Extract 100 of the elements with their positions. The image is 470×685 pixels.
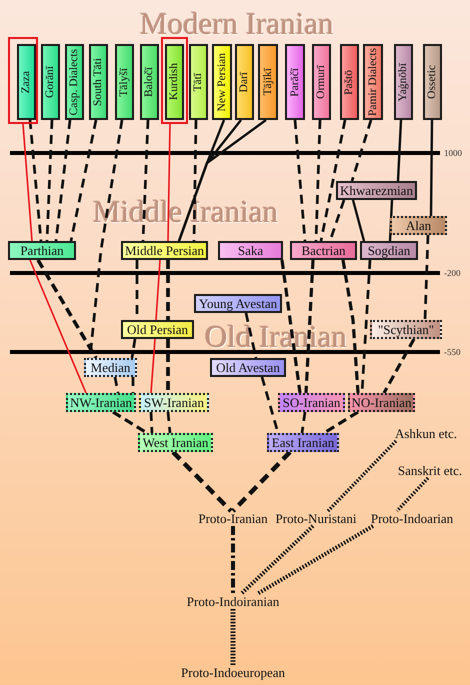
language-box bbox=[212, 44, 232, 120]
language-label: Old Avestan bbox=[216, 360, 280, 375]
language-label: Proto-Indoiranian bbox=[186, 594, 280, 609]
language-label: Bactrian bbox=[301, 243, 346, 258]
language-box bbox=[336, 181, 417, 200]
language-box bbox=[121, 320, 194, 339]
language-label: New Persian bbox=[216, 52, 228, 112]
branch-line bbox=[304, 260, 315, 394]
branch-line bbox=[231, 450, 292, 513]
branch-line bbox=[132, 377, 134, 393]
language-label: South Tāti bbox=[92, 58, 105, 106]
language-box bbox=[89, 44, 108, 120]
language-box bbox=[290, 241, 357, 260]
language-label: Saka bbox=[238, 243, 264, 258]
branch-line bbox=[280, 260, 302, 394]
year-label: 1000 bbox=[444, 148, 462, 158]
language-label: NO-Iranian bbox=[352, 395, 412, 410]
language-label: Ormurī bbox=[315, 65, 328, 99]
branch-line bbox=[166, 260, 170, 320]
branch-line bbox=[155, 260, 161, 320]
branch-line bbox=[166, 339, 170, 393]
language-box bbox=[84, 358, 137, 377]
branch-line bbox=[29, 260, 87, 394]
language-label: Ashkun etc. bbox=[394, 426, 458, 441]
branch-line bbox=[396, 476, 430, 512]
language-box bbox=[194, 294, 282, 313]
language-box bbox=[370, 320, 442, 339]
language-label: Tātī bbox=[192, 72, 205, 92]
branch-line bbox=[88, 120, 124, 358]
branch-line bbox=[396, 120, 402, 182]
language-label: Yaġnōbī bbox=[397, 62, 410, 102]
branch-line bbox=[230, 609, 236, 665]
branch-line bbox=[36, 259, 98, 359]
era-heading: Modern Iranian bbox=[140, 10, 334, 37]
branch-line bbox=[350, 120, 372, 182]
branch-line bbox=[341, 260, 360, 394]
branch-line bbox=[300, 412, 306, 434]
branch-line bbox=[46, 120, 54, 242]
language-label: Proto-Indoeuropean bbox=[181, 665, 285, 680]
language-box bbox=[285, 44, 305, 120]
language-label: West Iranian bbox=[142, 435, 208, 450]
language-label: Casp. Dialects bbox=[68, 48, 81, 116]
branch-line bbox=[167, 124, 171, 242]
language-label: Tājīkī bbox=[262, 68, 274, 96]
branch-line bbox=[424, 234, 430, 320]
language-box bbox=[165, 44, 184, 120]
language-box bbox=[189, 44, 208, 120]
branch-line bbox=[294, 120, 306, 242]
branch-line bbox=[231, 526, 235, 594]
branch-line bbox=[150, 412, 154, 434]
branch-line bbox=[388, 200, 394, 242]
language-label: Middle Persian bbox=[124, 243, 204, 258]
language-label: Sogdian bbox=[368, 243, 410, 258]
language-label: Paštō bbox=[343, 70, 356, 94]
language-label: East Iranian bbox=[272, 435, 334, 450]
language-label: Alan bbox=[406, 218, 432, 233]
language-label: Parāčī bbox=[288, 68, 302, 96]
language-box bbox=[8, 241, 76, 260]
language-label: Zaza bbox=[20, 70, 33, 94]
branch-line bbox=[112, 410, 148, 434]
language-box bbox=[360, 241, 418, 260]
branch-line bbox=[28, 120, 42, 242]
language-label: NW-Iranian bbox=[70, 395, 132, 410]
language-label: Parthian bbox=[20, 243, 64, 258]
language-label: SO-Iranian bbox=[282, 395, 340, 410]
language-label: Gorānī bbox=[44, 66, 57, 98]
language-label: Khwarezmian bbox=[340, 183, 413, 198]
branch-line bbox=[70, 120, 98, 242]
language-box bbox=[17, 44, 36, 120]
language-box bbox=[140, 44, 159, 120]
era-heading: Old Iranian bbox=[205, 323, 348, 350]
language-label: "Scythian" bbox=[378, 322, 434, 337]
language-label: SW-Iranian bbox=[144, 395, 204, 410]
language-label: Young Avestan bbox=[198, 296, 278, 311]
language-label: Darī bbox=[238, 72, 251, 92]
language-box bbox=[363, 44, 383, 120]
language-box bbox=[218, 241, 283, 260]
branch-line bbox=[130, 338, 136, 358]
language-box bbox=[139, 393, 209, 412]
language-label: Baločī bbox=[143, 66, 156, 98]
year-label: -550 bbox=[444, 347, 460, 357]
language-box bbox=[65, 44, 84, 120]
branch-line bbox=[314, 120, 322, 242]
branch-line bbox=[142, 120, 150, 242]
language-box bbox=[394, 44, 413, 120]
language-label: Proto-Indoarian bbox=[370, 511, 454, 526]
language-box bbox=[235, 44, 254, 120]
language-label: Old Persian bbox=[126, 322, 188, 337]
highlight-frame bbox=[161, 37, 188, 124]
language-label: Ossetic bbox=[426, 65, 439, 99]
branch-line bbox=[22, 124, 33, 242]
branch-line bbox=[352, 200, 366, 242]
language-label: Proto-Iranian bbox=[198, 511, 268, 526]
branch-line bbox=[150, 338, 156, 394]
language-box bbox=[423, 44, 442, 120]
branch-line bbox=[171, 450, 233, 513]
language-label: Sanskrit etc. bbox=[398, 463, 462, 478]
language-box bbox=[41, 44, 60, 120]
highlight-frame bbox=[8, 37, 38, 124]
language-label: Pamir Dialects bbox=[366, 48, 380, 116]
